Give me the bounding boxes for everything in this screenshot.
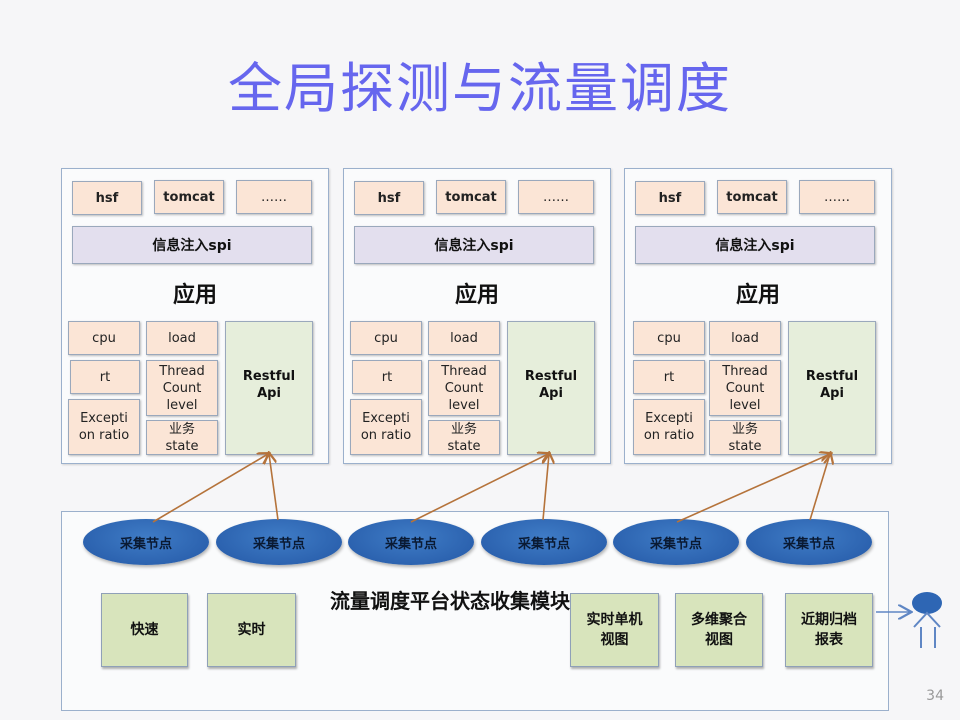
rt-box: rt: [352, 360, 422, 394]
app-panel-3: hsf tomcat …… 信息注入spi 应用 cpu load rt Thr…: [624, 168, 892, 464]
module-single-view: 实时单机视图: [570, 593, 659, 667]
spi-box: 信息注入spi: [635, 226, 875, 264]
load-box: load: [146, 321, 218, 355]
app-label: 应用: [172, 283, 217, 308]
page-number: 34: [926, 688, 944, 704]
cpu-box: cpu: [633, 321, 705, 355]
rt-box: rt: [70, 360, 140, 394]
collector-node-5: 采集节点: [613, 519, 739, 565]
collector-node-4: 采集节点: [481, 519, 607, 565]
exception-ratio-box: Excepti on ratio: [68, 399, 140, 455]
cpu-box: cpu: [350, 321, 422, 355]
slide-title: 全局探测与流量调度: [228, 57, 732, 120]
app-panel-2: hsf tomcat …… 信息注入spi 应用 cpu load rt Thr…: [343, 168, 611, 464]
cpu-box: cpu: [68, 321, 140, 355]
biz-state-box: 业务 state: [709, 420, 781, 455]
exception-ratio-box: Excepti on ratio: [633, 399, 705, 455]
app-label: 应用: [735, 283, 780, 308]
collector-node-6: 采集节点: [746, 519, 872, 565]
spi-box: 信息注入spi: [72, 226, 312, 264]
collector-node-1: 采集节点: [83, 519, 209, 565]
app-panel-1: hsf tomcat …… 信息注入spi 应用 cpu load rt Thr…: [61, 168, 329, 464]
collector-node-3: 采集节点: [348, 519, 474, 565]
tomcat-box: tomcat: [717, 180, 787, 214]
thread-count-box: Thread Count level: [146, 360, 218, 416]
load-box: load: [428, 321, 500, 355]
hsf-box: hsf: [72, 181, 142, 215]
restful-api-box: Restful Api: [507, 321, 595, 455]
thread-count-box: Thread Count level: [709, 360, 781, 416]
ellipsis-box: ……: [236, 180, 312, 214]
module-fast: 快速: [101, 593, 188, 667]
exception-ratio-box: Excepti on ratio: [350, 399, 422, 455]
tomcat-box: tomcat: [154, 180, 224, 214]
restful-api-box: Restful Api: [225, 321, 313, 455]
tomcat-box: tomcat: [436, 180, 506, 214]
ellipsis-box: ……: [518, 180, 594, 214]
module-multi-dim-view: 多维聚合视图: [675, 593, 763, 667]
spi-box: 信息注入spi: [354, 226, 594, 264]
restful-api-box: Restful Api: [788, 321, 876, 455]
collector-node-2: 采集节点: [216, 519, 342, 565]
ellipsis-box: ……: [799, 180, 875, 214]
platform-label: 流量调度平台状态收集模块: [330, 589, 570, 613]
app-label: 应用: [454, 283, 499, 308]
load-box: load: [709, 321, 781, 355]
hsf-box: hsf: [354, 181, 424, 215]
module-archive-report: 近期归档报表: [785, 593, 873, 667]
user-icon: [912, 592, 942, 648]
module-realtime: 实时: [207, 593, 296, 667]
hsf-box: hsf: [635, 181, 705, 215]
biz-state-box: 业务 state: [428, 420, 500, 455]
rt-box: rt: [633, 360, 705, 394]
biz-state-box: 业务 state: [146, 420, 218, 455]
thread-count-box: Thread Count level: [428, 360, 500, 416]
